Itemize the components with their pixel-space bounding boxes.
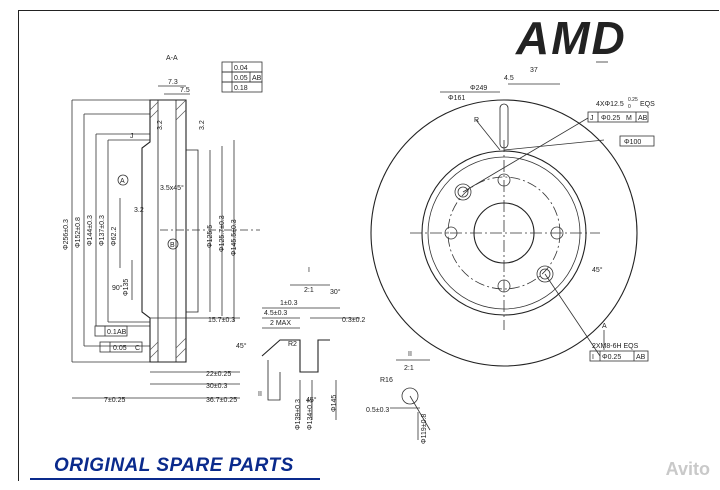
dim-d1257: Φ125.7±0.3 (219, 215, 226, 252)
dv1-r2: R2 (288, 341, 297, 348)
fv-holes-tol: 0.25 (628, 97, 638, 103)
dv1-max2: 2 MAX (270, 320, 291, 327)
dim-d1455: Φ145.5±0.3 (231, 219, 238, 256)
dv1-scale: 2:1 (304, 287, 314, 294)
dim-r-75: 7.5 (180, 87, 190, 94)
fv-pos-m: M (626, 115, 632, 122)
drawing-frame (18, 10, 719, 481)
fv-label-i: I (592, 354, 594, 361)
original-spare-parts-banner: ORIGINAL SPARE PARTS (54, 455, 294, 476)
dim-d7: 7±0.25 (104, 397, 125, 404)
fv-ang45: 45° (592, 266, 603, 274)
label-j: J (130, 133, 134, 140)
fv-holes-eqs: EQS (640, 101, 655, 108)
dim-d157: 15.7±0.3 (208, 317, 235, 324)
fv-d249: Φ249 (470, 85, 487, 92)
dim-d22: 22±0.25 (206, 371, 231, 378)
dv1-d1340: Φ134±0.3 (307, 399, 314, 430)
dv2-d119: Φ119±0.8 (421, 414, 428, 444)
dim-flat-ref: 0.1 (107, 329, 117, 336)
fv-holes: 4XΦ12.5 (596, 101, 624, 108)
avito-watermark: Avito (665, 459, 710, 479)
dim-d152: Φ152±0.8 (75, 217, 82, 248)
dim-d135: Φ135 (123, 279, 130, 296)
dim-chamfer: 3.5x45° (160, 184, 184, 192)
fv-dim45: 4.5 (504, 75, 514, 82)
label-a: A (120, 178, 125, 185)
fv-ang37: 37 (530, 67, 538, 74)
dim-angle90: 90° (112, 284, 123, 292)
fv-pos-j: J (590, 115, 594, 122)
tol-parallel-ref: AB (252, 75, 262, 82)
brand-logo-text: AMD (515, 14, 627, 60)
tol-flat: 0.04 (234, 65, 248, 72)
dim-d256: Φ256±0.3 (63, 219, 70, 250)
dv1-ang45b: 45° (306, 396, 317, 404)
fv-thread: 2XM8-6H EQS (592, 343, 639, 350)
dv1-ang45: 45° (236, 342, 247, 350)
dv2-d05: 0.5±0.3 (366, 407, 389, 414)
fv-thread-tol: Φ0.25 (602, 354, 621, 361)
dv1-d1390: Φ139±0.3 (295, 399, 302, 430)
dv1-title: I (308, 267, 310, 274)
brand-logo: AMD (515, 14, 627, 60)
dv2-r16: R16 (380, 377, 393, 384)
label-b: B (170, 242, 175, 249)
fv-thread-datum: AB (636, 354, 646, 361)
dv1-d45: 4.5±0.3 (264, 310, 287, 317)
dim-thick-73: 7.3 (168, 79, 178, 86)
dim-d622: Φ62.2 (111, 227, 118, 246)
dim-d30: 30±0.3 (206, 383, 227, 390)
dv1-d03: 0.3±0.2 (342, 317, 365, 324)
dv1-d1: 1±0.3 (280, 300, 298, 307)
dim-d367: 36.7±0.25 (206, 397, 237, 404)
dim-flat-ref-datum: AB (117, 329, 127, 336)
dv1-d145: Φ145 (331, 395, 338, 412)
dim-d1255: Φ125.5 (207, 225, 214, 248)
dv2-title: II (408, 351, 412, 358)
dim-perp: 0.05 (113, 345, 127, 352)
fv-holes-tol2: 0 (628, 104, 631, 110)
fv-d161: Φ161 (448, 95, 465, 102)
fv-d100: Φ100 (624, 139, 641, 146)
fv-pos-tol: Φ0.25 (601, 115, 620, 122)
dim-ra32a: 3.2 (157, 120, 164, 130)
dim-ra32b: 3.2 (199, 120, 206, 130)
dv1-ang30: 30° (330, 288, 341, 296)
fv-label-r: R (474, 117, 479, 124)
dim-ra32c: 3.2 (134, 207, 144, 214)
section-label: A-A (166, 55, 178, 62)
tol-runout: 0.18 (234, 85, 248, 92)
dv1-label-ii: II (258, 391, 262, 398)
dim-d144: Φ144±0.3 (87, 215, 94, 246)
dim-d1373: Φ137±0.3 (99, 215, 106, 246)
fv-arrow-a: A (602, 323, 607, 330)
tol-parallel: 0.05 (234, 75, 248, 82)
dv2-scale: 2:1 (404, 365, 414, 372)
fv-pos-datum: AB (638, 115, 648, 122)
dim-perp-datum: C (135, 345, 140, 352)
